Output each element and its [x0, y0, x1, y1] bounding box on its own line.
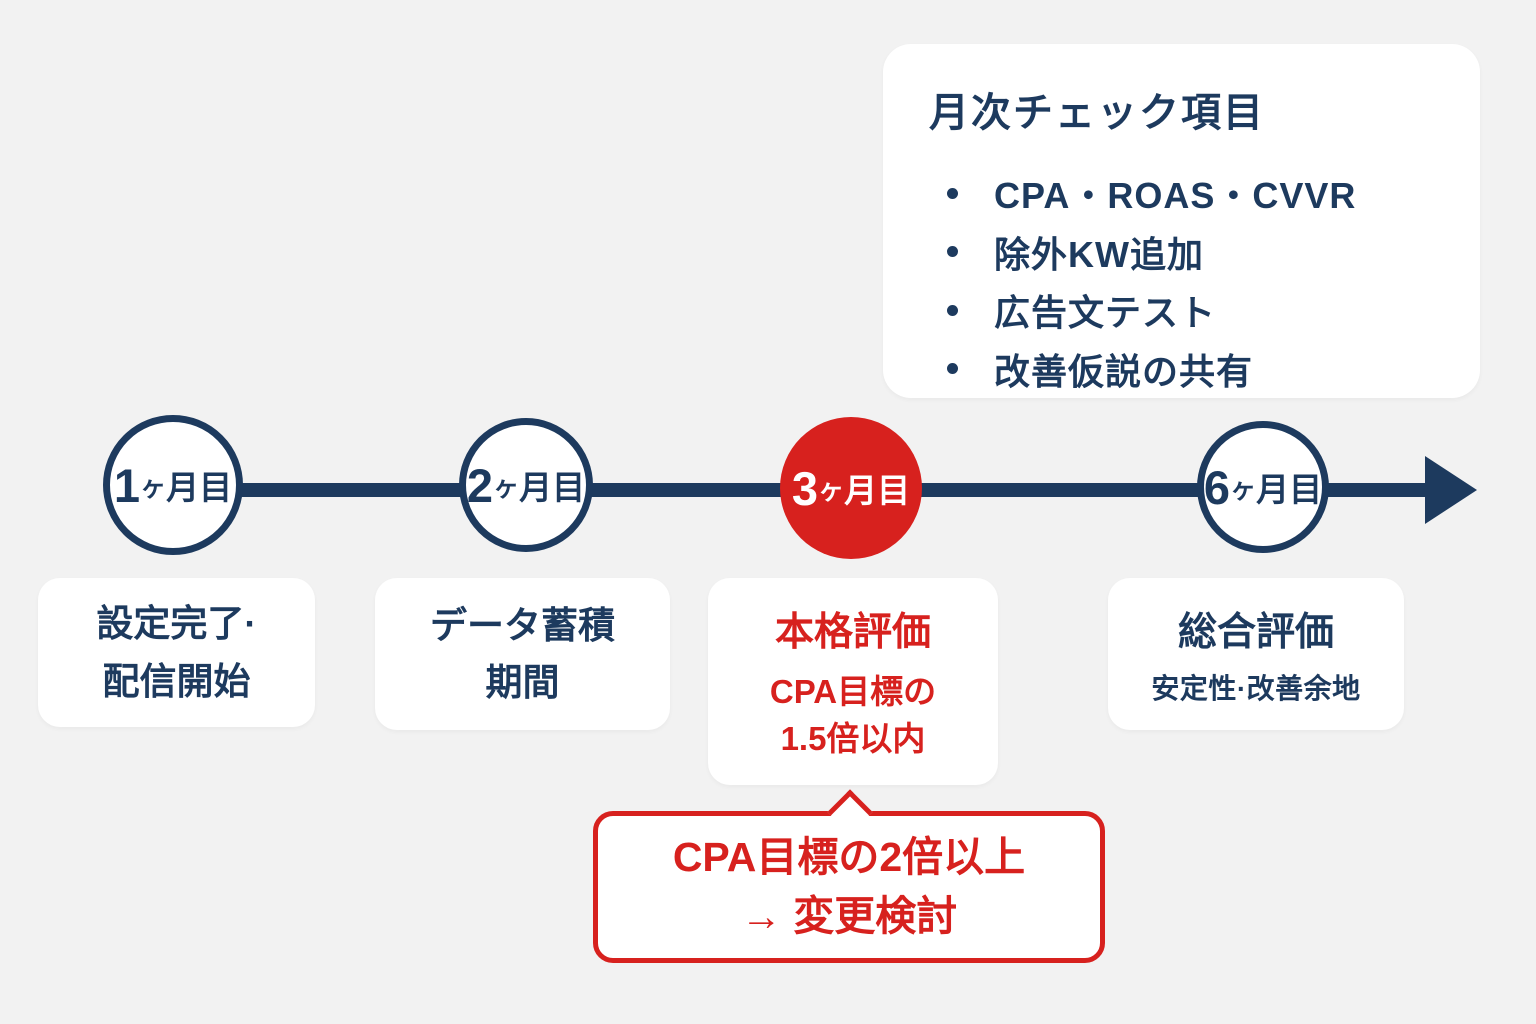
- check-item-label: 改善仮説の共有: [994, 350, 1254, 392]
- check-item-label: 広告文テスト: [994, 292, 1217, 334]
- milestone-number: 6: [1203, 460, 1231, 514]
- milestone-number: 1: [113, 458, 141, 512]
- timeline-line: [110, 483, 1432, 497]
- check-item: CPA・ROAS・CVVR: [929, 164, 1450, 223]
- milestone-unit: 月目: [844, 472, 911, 509]
- timeline-arrow-icon: [1425, 456, 1477, 524]
- callout-line: → 変更検討: [740, 893, 958, 939]
- milestone-number: 2: [466, 458, 494, 512]
- milestone-unit: 月目: [519, 469, 586, 506]
- milestone-counter: ヶ: [493, 471, 520, 502]
- milestone-unit: 月目: [1256, 471, 1323, 508]
- stage-line: CPA目標の: [769, 673, 937, 711]
- bullet-icon: [947, 187, 958, 199]
- check-item: 除外KW追加: [929, 223, 1450, 282]
- bullet-icon: [947, 246, 958, 258]
- warning-callout: CPA目標の2倍以上 → 変更検討: [593, 789, 1105, 963]
- stage-line: 配信開始: [102, 660, 251, 702]
- check-item: 改善仮説の共有: [929, 340, 1450, 399]
- milestone-counter: ヶ: [1230, 473, 1257, 504]
- check-item: 広告文テスト: [929, 281, 1450, 340]
- milestone-counter: ヶ: [140, 471, 167, 502]
- stage-card-full-evaluation: 本格評価 CPA目標の 1.5倍以内: [708, 578, 998, 785]
- stage-card-data-accumulation: データ蓄積 期間: [375, 578, 670, 730]
- stage-title: 総合評価: [1177, 611, 1334, 654]
- monthly-check-panel: 月次チェック項目 CPA・ROAS・CVVR 除外KW追加 広告文テスト 改善仮…: [883, 44, 1480, 398]
- milestone-counter: ヶ: [818, 474, 845, 505]
- milestone-number: 3: [791, 461, 819, 515]
- bullet-icon: [947, 363, 958, 375]
- stage-card-setup: 設定完了· 配信開始: [38, 578, 315, 727]
- stage-line: 設定完了·: [96, 603, 257, 645]
- panel-title: 月次チェック項目: [929, 91, 1265, 135]
- stage-subtitle: 安定性·改善余地: [1151, 673, 1361, 704]
- milestone-unit: 月目: [166, 469, 233, 506]
- stage-line: 期間: [485, 662, 560, 703]
- check-item-label: 除外KW追加: [994, 233, 1204, 275]
- stage-line: データ蓄積: [430, 604, 615, 646]
- callout-line: CPA目標の2倍以上: [672, 833, 1026, 880]
- bullet-icon: [947, 304, 958, 316]
- stage-title: 本格評価: [774, 611, 931, 655]
- check-item-label: CPA・ROAS・CVVR: [994, 175, 1357, 217]
- stage-line: 1.5倍以内: [780, 719, 926, 757]
- stage-card-overall-evaluation: 総合評価 安定性·改善余地: [1108, 578, 1404, 730]
